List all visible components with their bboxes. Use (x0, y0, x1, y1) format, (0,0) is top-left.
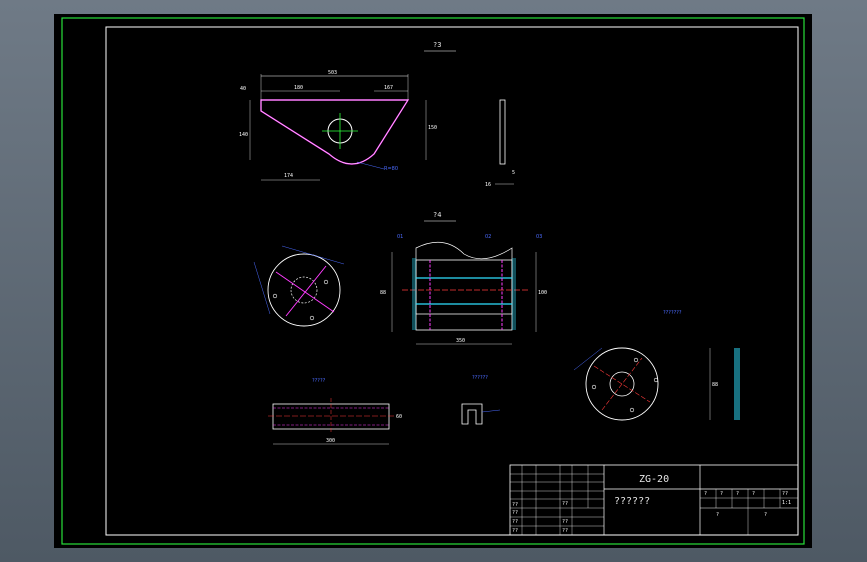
sheet-label-3: ? (752, 491, 755, 497)
drawing-sheet: ?3 503 180 167 140 150 40 174 R=80 16 5 … (61, 17, 805, 545)
plate-profile (260, 99, 410, 165)
balloon-02: 02 (485, 234, 491, 240)
dim-mid-h: 88 (380, 290, 386, 296)
outer-frame (61, 17, 805, 545)
sign-label-2: ?? (562, 528, 568, 534)
sign-label-1: ?? (562, 519, 568, 525)
dim-bottom-left: 174 (284, 173, 293, 179)
sheet-label-0: ? (704, 491, 707, 497)
dim-right-seg: 167 (384, 85, 393, 91)
row-label-0: ?? (512, 502, 518, 508)
scale: 1:1 (782, 500, 791, 506)
middle-view-label: ?4 (433, 211, 441, 219)
dim-small-top: 40 (240, 86, 246, 92)
balloon-03: 03 (536, 234, 542, 240)
dim-right-h: 88 (712, 382, 718, 388)
dim-left-height: 140 (239, 132, 248, 138)
upper-view: ?3 503 180 167 140 150 40 174 R=80 16 5 (239, 41, 515, 188)
dim-right-height: 150 (428, 125, 437, 131)
block-label: ?????? (472, 375, 488, 381)
sheet-label-1: ? (720, 491, 723, 497)
middle-view: ?4 88 100 350 01 02 03 (253, 211, 547, 345)
dim-mid-h2: 100 (538, 290, 547, 296)
roller-view: ????? 300 60 (268, 378, 402, 445)
right-flange-view: ??????? 88 (573, 310, 740, 421)
upper-view-label: ?3 (433, 41, 441, 49)
inner-frame (105, 26, 799, 536)
dim-bar-w2: 5 (512, 170, 515, 176)
dim-roller-d: 60 (396, 414, 402, 420)
sheet-label-5: ? (764, 512, 767, 518)
flange-left (267, 253, 341, 327)
dim-mid-len: 350 (456, 338, 465, 344)
dim-bar-w1: 16 (485, 182, 491, 188)
row-label-1: ?? (512, 510, 518, 516)
sheet-label-2: ? (736, 491, 739, 497)
drawing-number: ZG-20 (639, 474, 669, 485)
side-bar (499, 99, 506, 165)
drawing-name: ?????? (614, 496, 650, 507)
cad-drawing-canvas: ?3 503 180 167 140 150 40 174 R=80 16 5 … (54, 14, 812, 548)
balloon-01: 01 (397, 234, 403, 240)
sheet-label-4: ? (716, 512, 719, 518)
flange-right (585, 347, 659, 421)
row-label-2: ?? (512, 519, 518, 525)
right-flange-side (734, 348, 740, 420)
right-flange-label: ??????? (663, 310, 682, 316)
arc-note: R=80 (384, 166, 398, 172)
count-label: ?? (782, 491, 788, 497)
sign-label-0: ?? (562, 501, 568, 507)
assembly-body (415, 259, 513, 331)
block-profile (461, 403, 483, 425)
title-block: ZG-20 ?????? 1:1 ?? ?? ?? ?? ?? ?? ?? ? … (509, 464, 799, 536)
block-view: ?????? (461, 375, 501, 425)
dim-top-width: 503 (328, 70, 337, 76)
row-label-3: ?? (512, 528, 518, 534)
roller-label: ????? (312, 378, 326, 384)
dim-roller-len: 300 (326, 438, 335, 444)
dim-left-seg: 180 (294, 85, 303, 91)
